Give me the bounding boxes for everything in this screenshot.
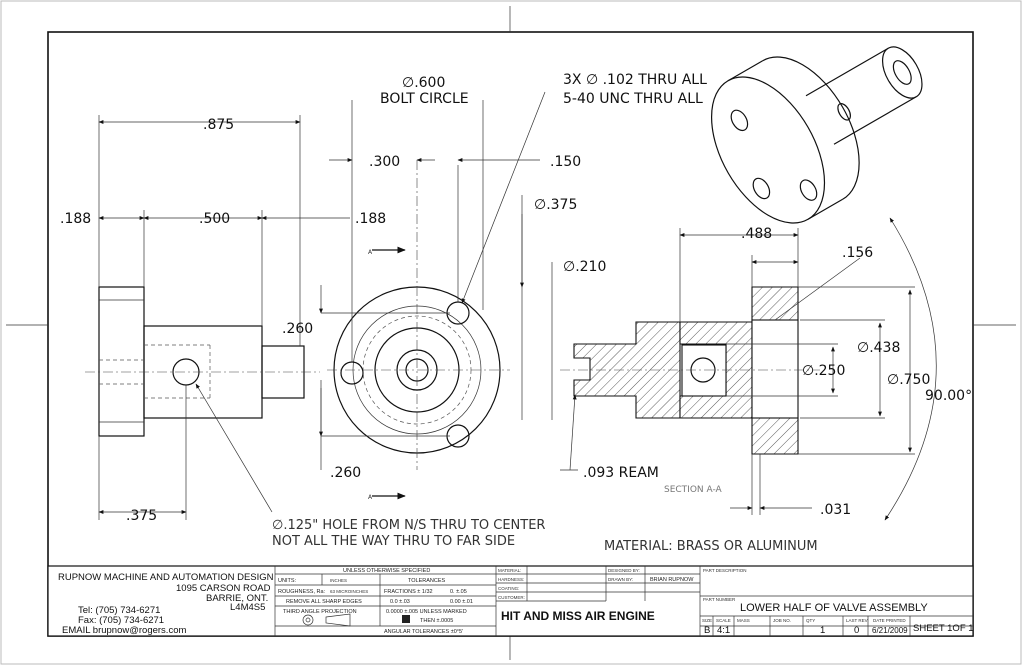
qty-value: 1: [820, 625, 825, 636]
dim-188-left: .188: [60, 211, 91, 227]
dim-dia-750: ∅.750: [887, 372, 930, 388]
company-email: EMAIL brupnow@rogers.com: [62, 625, 186, 636]
dim-dia-438: ∅.438: [857, 340, 900, 356]
designed-by-label: DESIGNED BY:: [608, 568, 640, 573]
title-block: RUPNOW MACHINE AND AUTOMATION DESIGN 109…: [47, 565, 974, 637]
front-view-dimensions: [319, 91, 553, 470]
projection-symbol-icon: [302, 613, 351, 627]
dim-dia-210: ∅.210: [563, 259, 606, 275]
roughness-label: ROUGHNESS, Ra:: [278, 589, 326, 595]
material-label: MATERIAL:: [498, 568, 521, 573]
ream-note: .093 REAM: [583, 465, 659, 481]
remove-edges: REMOVE ALL SHARP EDGES: [286, 599, 362, 605]
mass-label: MASS: [737, 618, 750, 623]
date-value: 6/21/2009: [872, 626, 908, 635]
part-description-label: PART DESCRIPTION: [703, 568, 747, 573]
dim-260-bottom: .260: [330, 465, 361, 481]
tol-0000: 0.0000 ±.005 UNLESS MARKED: [386, 609, 467, 615]
dim-300: .300: [369, 154, 400, 170]
tol-then: THEN ±.0005: [420, 618, 453, 624]
job-label: JOB NO.: [773, 618, 791, 623]
part-number-label: PART NUMBER: [703, 597, 736, 602]
hardness-label: HARDNESS:: [498, 577, 524, 582]
drawn-by-label: DRAWN BY:: [608, 577, 633, 582]
material-note: MATERIAL: BRASS OR ALUMINUM: [604, 539, 818, 554]
tolerances-header: TOLERANCES: [408, 578, 446, 584]
roughness-value: 63 MICROINCHES: [330, 589, 368, 594]
dim-500: .500: [199, 211, 230, 227]
customer-name: HIT AND MISS AIR ENGINE: [501, 609, 655, 623]
company-postal: L4M4S5: [230, 602, 265, 613]
size-label: SIZE: [702, 618, 712, 623]
side-view: [85, 286, 320, 437]
company-name: RUPNOW MACHINE AND AUTOMATION DESIGN: [58, 572, 274, 583]
sheet-number: SHEET 1OF 1: [913, 623, 974, 634]
size-value: B: [704, 625, 710, 636]
dim-031: .031: [820, 502, 851, 518]
isometric-view: [710, 46, 923, 224]
third-angle-label: THIRD ANGLE PROJECTION: [283, 609, 357, 615]
customer-label: CUSTOMER:: [498, 595, 525, 600]
dim-angle: 90.00°: [925, 388, 972, 404]
drawing-notes: ∅.600 BOLT CIRCLE 3X ∅ .102 THRU ALL 5-4…: [272, 72, 818, 554]
company-fax: Fax: (705) 734-6271: [78, 615, 164, 626]
section-marker-bottom: A: [368, 494, 373, 501]
tol-0: 0. ±.05: [450, 589, 467, 595]
units-value: INCHES: [330, 578, 347, 583]
date-label: DATE PRINTED: [873, 618, 906, 623]
hole-note-line1: ∅.125" HOLE FROM N/S THRU TO CENTER: [272, 518, 545, 533]
dim-875: .875: [203, 117, 234, 133]
dim-dia-375: ∅.375: [534, 197, 577, 213]
dim-150: .150: [550, 154, 581, 170]
section-label: SECTION A-A: [664, 485, 723, 495]
scale-value: 4:1: [717, 625, 730, 636]
part-description: LOWER HALF OF VALVE ASSEMBLY: [740, 602, 928, 614]
side-view-dimensions: [98, 115, 350, 520]
holes-note-line2: 5-40 UNC THRU ALL: [563, 91, 703, 107]
company-address2: BARRIE, ONT.: [206, 593, 268, 604]
scale-label: SCALE: [716, 618, 731, 623]
section-marker-top: A: [368, 249, 373, 256]
qty-label: QTY: [806, 618, 815, 623]
bolt-circle-label: BOLT CIRCLE: [380, 91, 469, 107]
coating-label: COATING:: [498, 586, 519, 591]
dimension-labels: .875 .188 .500 .188 .260 .375 .300 .150 …: [60, 117, 972, 524]
dim-156: .156: [842, 245, 873, 261]
company-tel: Tel: (705) 734-6271: [78, 605, 160, 616]
dim-375-bottom: .375: [126, 508, 157, 524]
unless-specified: UNLESS OTHERWISE SPECIFIED: [343, 568, 430, 574]
dim-488: .488: [741, 226, 772, 242]
tol-fractions: FRACTIONS ± 1/32: [384, 589, 433, 595]
tolerance-symbol-icon: [402, 615, 410, 623]
tol-000: 0.00 ±.01: [450, 599, 473, 605]
drawn-by: BRIAN RUPNOW: [650, 577, 694, 583]
company-address1: 1095 CARSON ROAD: [176, 583, 271, 594]
bolt-circle-diameter: ∅.600: [402, 75, 445, 91]
angular-tolerances: ANGULAR TOLERANCES ±0°5': [384, 629, 463, 635]
section-view-dimensions: [195, 217, 937, 521]
tol-00: 0.0 ±.03: [390, 599, 410, 605]
units-label: UNITS:: [278, 578, 297, 584]
section-view: [560, 286, 820, 455]
hole-note-line2: NOT ALL THE WAY THRU TO FAR SIDE: [272, 534, 515, 549]
holes-note-line1: 3X ∅ .102 THRU ALL: [563, 72, 707, 88]
dim-dia-250: ∅.250: [802, 363, 845, 379]
rev-label: LAST REV: [846, 618, 868, 623]
rev-value: 0: [854, 625, 859, 636]
dim-188-right: .188: [355, 211, 386, 227]
dim-260-top: .260: [282, 321, 313, 337]
zone-ticks: [6, 6, 1016, 660]
